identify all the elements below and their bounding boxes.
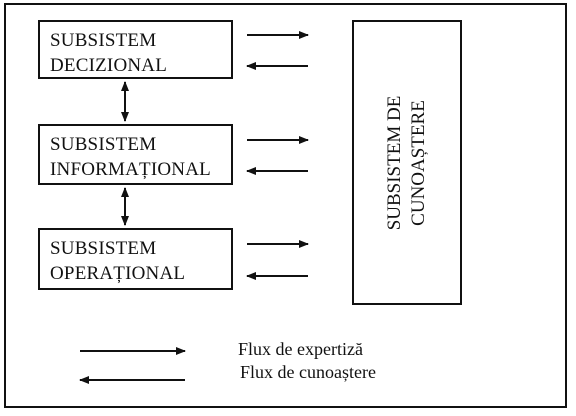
legend-expertise-label: Flux de expertiză [238,339,363,359]
subsystem-operational-label: SUBSISTEM OPERAȚIONAL [50,236,185,286]
subsystem-decizional-box: SUBSISTEM DECIZIONAL [38,20,233,79]
subsystem-informational-box: SUBSISTEM INFORMAȚIONAL [38,124,233,185]
subsystem-operational-line1: SUBSISTEM [50,238,157,259]
diagram-frame [4,3,567,408]
subsystem-operational-line2: OPERAȚIONAL [50,263,186,284]
subsystem-informational-label: SUBSISTEM INFORMAȚIONAL [50,132,211,182]
knowledge-subsystem-box: SUBSISTEM DE CUNOAȘTERE [352,20,462,305]
subsystem-decizional-line1: SUBSISTEM [50,30,157,51]
subsystem-decizional-label: SUBSISTEM DECIZIONAL [50,28,167,78]
subsystem-informational-line2: INFORMAȚIONAL [50,159,211,180]
subsystem-operational-box: SUBSISTEM OPERAȚIONAL [38,228,233,290]
legend-knowledge-label: Flux de cunoaștere [240,362,376,382]
subsystem-decizional-line2: DECIZIONAL [50,55,168,76]
subsystem-informational-line1: SUBSISTEM [50,134,157,155]
